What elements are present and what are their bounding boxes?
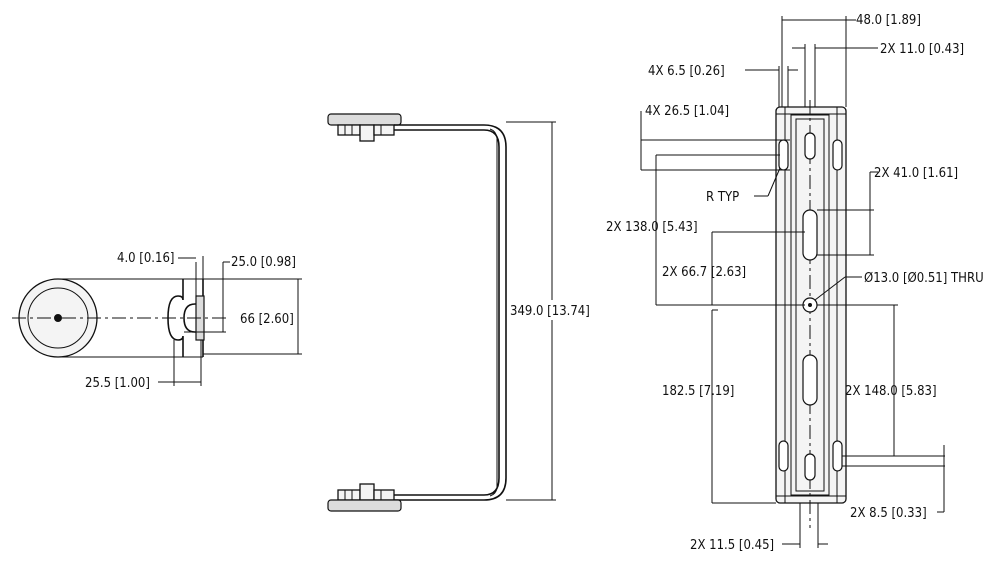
front-view-dims: 349.0 [13.74] bbox=[506, 121, 590, 501]
dim-inner-slot-spacing: 2X 66.7 [2.63] bbox=[662, 265, 746, 280]
dim-hole: Ø13.0 [Ø0.51] THRU bbox=[864, 271, 984, 286]
slot-mid-lower bbox=[802, 354, 818, 406]
slot-bottom-left bbox=[778, 440, 789, 472]
dim-width: 48.0 [1.89] bbox=[856, 13, 921, 28]
dim-end-slot-offset: 2X 8.5 [0.33] bbox=[850, 506, 927, 521]
slot-bottom-right bbox=[832, 440, 843, 472]
slot-top-right bbox=[832, 139, 843, 171]
dim-outer-slot-spacing: 2X 138.0 [5.43] bbox=[606, 220, 698, 235]
dim-slot-width: 2X 11.0 [0.43] bbox=[880, 42, 964, 57]
dim-offset: 25.0 [0.98] bbox=[231, 255, 296, 270]
dim-center-to-end: 182.5 [7.19] bbox=[662, 384, 734, 399]
dim-mid-to-end-slot: 2X 148.0 [5.83] bbox=[845, 384, 937, 399]
dim-end-slot-length: 4X 26.5 [1.04] bbox=[645, 104, 729, 119]
dim-mid-slot-length: 2X 41.0 [1.61] bbox=[874, 166, 958, 181]
front-view-top-plate bbox=[327, 113, 402, 126]
slot-mid-upper bbox=[802, 209, 818, 261]
side-view: 4.0 [0.16] 25.0 [0.98] 66 [2.60] 25.5 [1… bbox=[12, 251, 302, 391]
dim-height: 66 [2.60] bbox=[240, 312, 294, 327]
slot-top-left bbox=[778, 139, 789, 171]
dim-thickness: 4.0 [0.16] bbox=[117, 251, 174, 266]
front-view: 349.0 [13.74] bbox=[327, 113, 590, 512]
plate-view: 48.0 [1.89] 2X 11.0 [0.43] 4X 6.5 [0.26]… bbox=[606, 13, 984, 553]
side-view-center-hole bbox=[54, 314, 62, 322]
dim-edge-offset: 4X 6.5 [0.26] bbox=[648, 64, 725, 79]
dim-radius: R TYP bbox=[706, 190, 739, 205]
plate-view-dims: 48.0 [1.89] 2X 11.0 [0.43] 4X 6.5 [0.26]… bbox=[606, 13, 984, 553]
dim-length: 349.0 [13.74] bbox=[510, 304, 590, 319]
front-view-bottom-plate bbox=[327, 499, 402, 512]
dim-slot-spacing-bottom: 2X 11.5 [0.45] bbox=[690, 538, 774, 553]
side-view-dims: 4.0 [0.16] 25.0 [0.98] 66 [2.60] 25.5 [1… bbox=[85, 251, 302, 391]
front-view-spine bbox=[483, 124, 507, 501]
dim-tab: 25.5 [1.00] bbox=[85, 376, 150, 391]
